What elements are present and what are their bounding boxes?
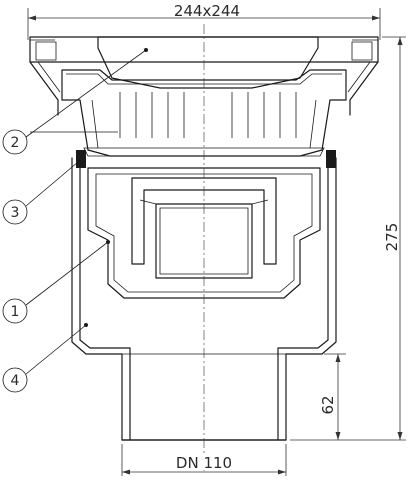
basket	[61, 69, 347, 157]
svg-text:2: 2	[11, 135, 20, 151]
callout-3: 3	[2, 160, 80, 225]
frame-flange	[29, 36, 379, 116]
seals	[76, 150, 336, 168]
outlet-height-dimension: 62	[319, 353, 346, 440]
outlet-diameter-dimension: DN 110	[121, 444, 287, 476]
trap-insert	[87, 167, 321, 299]
callout-1: 1	[2, 240, 110, 324]
callout-4: 4	[2, 323, 88, 393]
svg-text:4: 4	[11, 373, 20, 389]
outlet-height-label: 62	[319, 395, 337, 414]
svg-text:1: 1	[11, 304, 20, 320]
svg-text:3: 3	[11, 205, 20, 221]
basket-ribs	[119, 92, 297, 138]
top-dimension: 244x244	[27, 2, 381, 40]
height-dimension: 275	[290, 36, 406, 441]
height-label: 275	[383, 223, 401, 252]
outlet-diameter-label: DN 110	[176, 454, 232, 472]
grate-size-label: 244x244	[174, 2, 240, 20]
callout-2: 2	[2, 48, 148, 155]
grate-cover	[97, 36, 319, 89]
